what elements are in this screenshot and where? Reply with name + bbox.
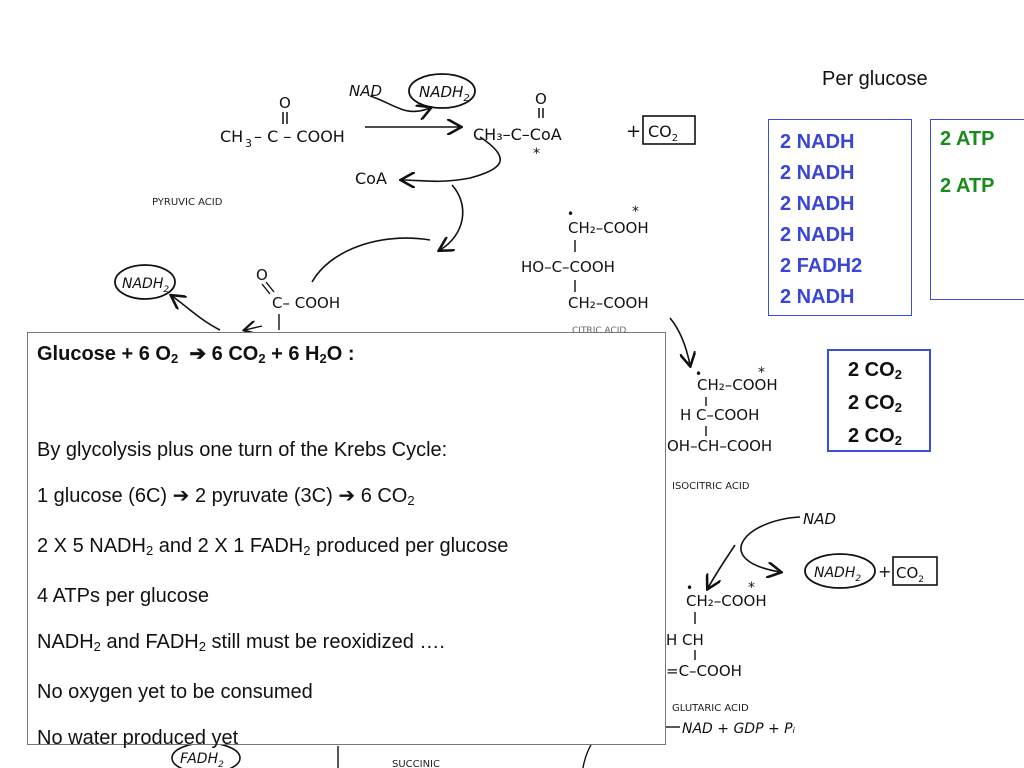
svg-text:•: • xyxy=(567,207,574,221)
citrate-structure: • * CH₂–COOH HO–C–COOH CH₂–COOH xyxy=(521,204,649,312)
arrow-icon: ➔ xyxy=(189,343,207,365)
pyruvic-acid-label: PYRUVIC ACID xyxy=(152,197,223,208)
nadh2-circle-left xyxy=(114,264,176,300)
co2-item: 2 CO2 xyxy=(848,359,902,382)
svg-text:CH₂–COOH: CH₂–COOH xyxy=(568,219,649,237)
acetyl-coa-structure: O CH₃–C–CoA * + xyxy=(473,90,641,162)
svg-text:SUCCINIC: SUCCINIC xyxy=(392,759,440,768)
summary-line-glucose: 1 glucose (6C) ➔ 2 pyruvate (3C) ➔ 6 CO2 xyxy=(37,485,415,508)
svg-text:CH: CH xyxy=(220,127,243,146)
ketoglutarate-structure: • * CH₂–COOH H CH =C–COOH GLUTARIC ACID xyxy=(666,580,767,714)
co2-item: 2 CO2 xyxy=(848,392,902,415)
svg-text:C– COOH: C– COOH xyxy=(272,294,340,312)
svg-text:3: 3 xyxy=(245,137,252,150)
svg-text:=C–COOH: =C–COOH xyxy=(666,662,742,680)
nadh-item: 2 NADH xyxy=(780,286,855,308)
atp-item: 2 ATP xyxy=(940,128,995,150)
isocitric-acid-label: ISOCITRIC ACID xyxy=(672,481,750,492)
arrow-icon: ➔ xyxy=(338,485,356,507)
atp-list-box: 2 ATP 2 ATP xyxy=(930,119,1024,300)
overall-equation: Glucose + 6 O2 ➔ 6 CO2 + 6 H2O : xyxy=(37,343,355,366)
co2-box-right xyxy=(892,556,938,586)
svg-text:NADH2: NADH2 xyxy=(814,565,861,584)
svg-text:O: O xyxy=(535,90,547,108)
co2-item: 2 CO2 xyxy=(848,425,902,448)
svg-text:CO2: CO2 xyxy=(648,122,678,144)
coa-label: CoA xyxy=(355,169,387,188)
fadh2-item: 2 FADH2 xyxy=(780,255,863,277)
nadh-item: 2 NADH xyxy=(780,224,855,246)
summary-line-water: No water produced yet xyxy=(37,727,239,749)
glutaric-acid-label: GLUTARIC ACID xyxy=(672,703,749,714)
svg-text:*: * xyxy=(758,365,765,381)
nadh-item: 2 NADH xyxy=(780,193,855,215)
svg-text:NAD: NAD xyxy=(803,510,836,528)
svg-text:O: O xyxy=(279,94,291,112)
svg-text:OH–CH–COOH: OH–CH–COOH xyxy=(667,437,772,455)
svg-text:NADH2: NADH2 xyxy=(122,276,169,295)
svg-text:*: * xyxy=(748,580,755,596)
svg-text:– C – COOH: – C – COOH xyxy=(254,127,345,146)
nadh-list-box: 2 NADH 2 NADH 2 NADH 2 NADH 2 FADH2 2 NA… xyxy=(768,119,912,316)
nadh2-circle-right xyxy=(804,553,876,589)
nadh2-label: NADH2 xyxy=(419,83,470,104)
summary-intro: By glycolysis plus one turn of the Krebs… xyxy=(37,439,448,461)
svg-text:+: + xyxy=(626,121,641,142)
co2-box-top xyxy=(642,115,696,145)
summary-line-nadh: 2 X 5 NADH2 and 2 X 1 FADH2 produced per… xyxy=(37,535,509,558)
nadh2-circle xyxy=(408,73,476,109)
nadh-item: 2 NADH xyxy=(780,162,855,184)
nad-label: NAD xyxy=(349,82,382,100)
summary-line-atp: 4 ATPs per glucose xyxy=(37,585,209,607)
summary-line-oxygen: No oxygen yet to be consumed xyxy=(37,681,313,703)
co2-list-box: 2 CO2 2 CO2 2 CO2 xyxy=(827,349,931,452)
svg-text:CITRIC ACID: CITRIC ACID xyxy=(572,326,626,336)
per-glucose-title: Per glucose xyxy=(822,68,928,90)
svg-text:H CH: H CH xyxy=(666,631,704,649)
isocitrate-structure: • * CH₂–COOH H C–COOH OH–CH–COOH ISOCITR… xyxy=(667,365,778,492)
svg-text:*: * xyxy=(632,204,639,220)
svg-text:+: + xyxy=(878,562,891,581)
oxaloacetate-structure: O C– COOH xyxy=(256,266,340,330)
pyruvate-structure: O CH 3 – C – COOH PYRUVIC ACID xyxy=(152,94,345,208)
svg-text:NAD + GDP + Pᵢ: NAD + GDP + Pᵢ xyxy=(682,721,796,737)
summary-line-reoxidize: NADH2 and FADH2 still must be reoxidized… xyxy=(37,631,445,654)
nadh-item: 2 NADH xyxy=(780,131,855,153)
svg-text:O: O xyxy=(256,266,268,284)
summary-box: Glucose + 6 O2 ➔ 6 CO2 + 6 H2O : By glyc… xyxy=(27,332,666,749)
arrow-icon: ➔ xyxy=(172,485,190,507)
svg-text:•: • xyxy=(686,581,693,595)
svg-text:*: * xyxy=(533,146,540,162)
svg-text:H C–COOH: H C–COOH xyxy=(680,406,759,424)
atp-item: 2 ATP xyxy=(940,175,995,197)
svg-text:FADH2: FADH2 xyxy=(180,751,224,768)
svg-text:CH₂–COOH: CH₂–COOH xyxy=(697,376,778,394)
svg-text:•: • xyxy=(695,367,702,381)
svg-text:HO–C–COOH: HO–C–COOH xyxy=(521,258,615,276)
svg-text:CH₃–C–CoA: CH₃–C–CoA xyxy=(473,125,562,144)
svg-text:CH₂–COOH: CH₂–COOH xyxy=(686,592,767,610)
svg-text:CO2: CO2 xyxy=(896,564,924,585)
svg-text:CH₂–COOH: CH₂–COOH xyxy=(568,294,649,312)
